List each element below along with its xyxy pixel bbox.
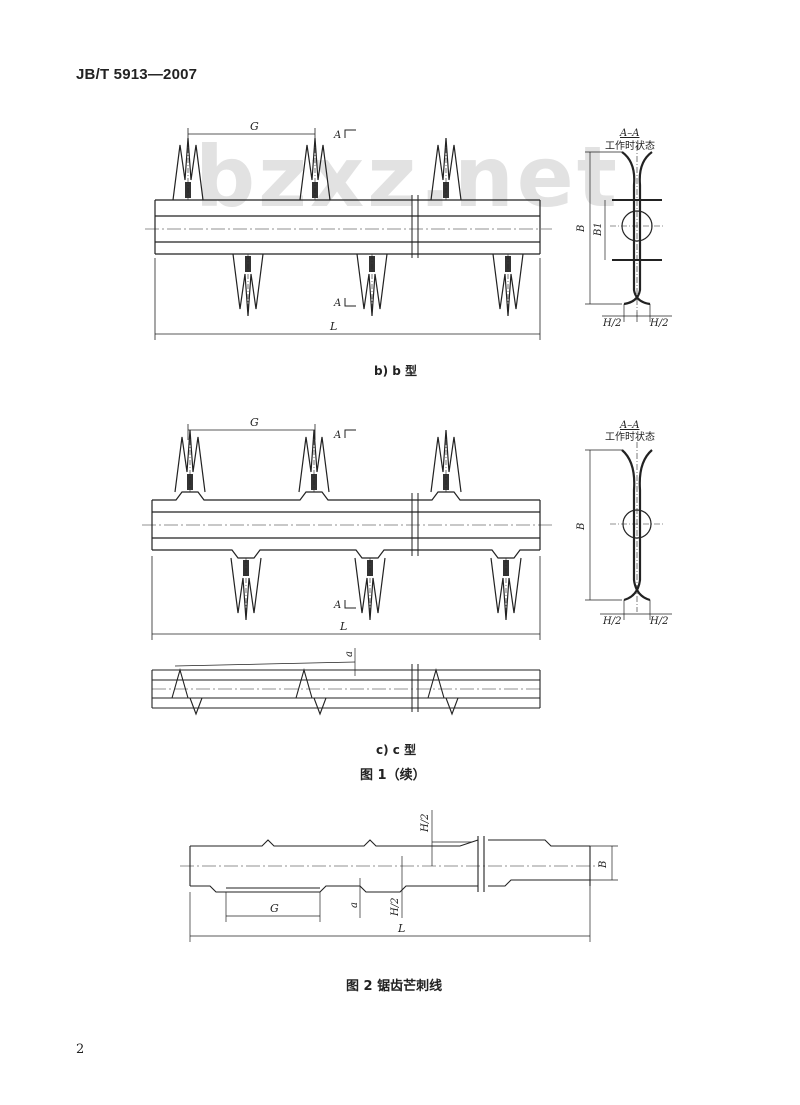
- figure-c-dim-l: L: [339, 620, 347, 633]
- figure-b-section-dim-h-right: H/2: [649, 318, 668, 329]
- figure-2-dim-b: B: [598, 861, 609, 869]
- figure-2-dim-h-top: H/2: [420, 814, 431, 833]
- figure-b-dim-l: L: [329, 320, 337, 333]
- figure-2-dim-l: L: [397, 922, 405, 935]
- figure-c-section-dim-h-left: H/2: [602, 616, 621, 627]
- figure-1-caption: 图 1（续）: [360, 768, 426, 783]
- figure-b-section-subtitle: 工作时状态: [605, 139, 655, 152]
- watermark: bzxz.net: [195, 128, 620, 226]
- figure-c-caption: c) c 型: [376, 743, 417, 757]
- strip-c-topview: [151, 648, 541, 716]
- figure-2-dim-h-bottom: H/2: [390, 898, 401, 917]
- figure-c-section-subtitle: 工作时状态: [605, 430, 655, 443]
- figure-c-section-mark-top: A: [333, 430, 341, 441]
- figure-b-caption: b) b 型: [374, 364, 418, 378]
- figure-b-section-dim-b1: B1: [593, 222, 604, 237]
- strip-c: [142, 491, 552, 559]
- figure-b-section-dim-b: B: [576, 225, 587, 233]
- figure-2-dim-a: a: [349, 902, 360, 908]
- figure-c-section-mark-bottom: A: [333, 600, 341, 611]
- standard-code: JB/T 5913—2007: [76, 66, 198, 83]
- figure-c-section-title: A–A: [619, 420, 639, 431]
- figure-b-dim-g: G: [250, 120, 259, 133]
- figure-2-caption: 图 2 锯齿芒刺线: [346, 979, 443, 994]
- figure-c-section-dim-h-right: H/2: [649, 616, 668, 627]
- figure-b-section-mark-bottom: A: [333, 298, 341, 309]
- figure-b-section-title: A–A: [619, 128, 639, 139]
- figure-c-dim-g: G: [250, 416, 259, 429]
- strip-b: [145, 195, 552, 258]
- figure-b-section-mark-top: A: [333, 130, 341, 141]
- figure-2-dim-g: G: [270, 902, 279, 915]
- figure-2-drawing: [180, 810, 618, 942]
- figure-c-dim-a: a: [344, 651, 355, 657]
- figure-c-section-dim-b: B: [576, 523, 587, 531]
- page-number: 2: [76, 1042, 85, 1057]
- figure-b-section-dim-h-left: H/2: [602, 318, 621, 329]
